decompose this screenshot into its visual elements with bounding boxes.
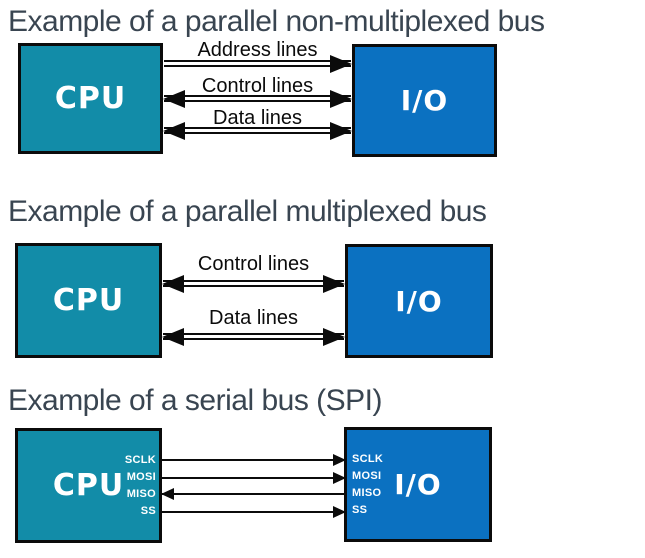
bus-shaft xyxy=(164,60,351,67)
mosi-signal-line xyxy=(161,472,346,484)
section-1-io-box: I/O xyxy=(352,44,497,157)
data-lines-label: Data lines xyxy=(209,307,298,329)
cpu-pin-column: SCLK MOSI MISO SS xyxy=(125,452,156,520)
cpu-pin-miso: MISO xyxy=(126,488,156,500)
address-lines-bus-arrow xyxy=(163,55,352,73)
control-lines-label: Control lines xyxy=(197,253,310,275)
arrowhead-right-icon xyxy=(330,55,352,73)
section-3-io-box: I/O SCLK MOSI MISO SS xyxy=(344,427,492,542)
bus-shaft xyxy=(163,280,344,287)
io-pin-mosi: MOSI xyxy=(352,470,382,482)
io-pin-ss: SS xyxy=(352,504,368,516)
section-3-io-label: I/O xyxy=(394,468,442,501)
section-2-cpu-label: CPU xyxy=(52,283,125,318)
section-1-cpu-label: CPU xyxy=(54,81,127,116)
arrowhead-right-icon xyxy=(333,454,346,466)
ss-signal-line xyxy=(161,506,346,518)
control-lines-bus-arrow xyxy=(163,90,352,108)
arrowhead-right-icon xyxy=(330,90,352,108)
data-lines-bus-arrow xyxy=(162,328,345,346)
arrowhead-left-icon xyxy=(163,122,185,140)
cpu-pin-mosi: MOSI xyxy=(126,471,156,483)
io-pin-sclk: SCLK xyxy=(352,453,384,465)
io-pin-column: SCLK MOSI MISO SS xyxy=(352,451,383,519)
signal-wire xyxy=(161,493,346,495)
cpu-pin-ss: SS xyxy=(140,505,156,517)
section-2-title: Example of a parallel multiplexed bus xyxy=(8,195,487,228)
data-lines-bus-arrow xyxy=(163,122,352,140)
signal-wire xyxy=(161,511,346,513)
arrowhead-right-icon xyxy=(323,328,345,346)
control-lines-bus-arrow xyxy=(162,275,345,293)
bus-shaft xyxy=(164,127,351,134)
signal-wire xyxy=(161,459,346,461)
section-2-io-label: I/O xyxy=(395,284,443,318)
section-1-cpu-box: CPU xyxy=(18,43,163,154)
section-3-title: Example of a serial bus (SPI) xyxy=(8,384,383,417)
arrowhead-left-icon xyxy=(161,488,174,500)
bus-shaft xyxy=(164,95,351,102)
arrowhead-left-icon xyxy=(162,328,184,346)
miso-signal-line xyxy=(161,488,346,500)
arrowhead-right-icon xyxy=(323,275,345,293)
control-lines-label: Control lines xyxy=(201,75,314,97)
section-1-title: Example of a parallel non-multiplexed bu… xyxy=(8,5,545,38)
address-lines-label: Address lines xyxy=(197,39,318,61)
arrowhead-right-icon xyxy=(333,472,346,484)
section-2-io-box: I/O xyxy=(345,244,493,358)
data-lines-label: Data lines xyxy=(213,107,302,129)
signal-wire xyxy=(161,477,346,479)
arrowhead-right-icon xyxy=(330,122,352,140)
section-2-cpu-box: CPU xyxy=(15,243,162,358)
cpu-pin-sclk: SCLK xyxy=(124,454,156,466)
bus-shaft xyxy=(163,333,344,340)
arrowhead-left-icon xyxy=(163,90,185,108)
arrowhead-right-icon xyxy=(333,506,346,518)
section-1-io-label: I/O xyxy=(400,84,449,117)
section-3-cpu-label: CPU xyxy=(52,468,125,503)
arrowhead-left-icon xyxy=(162,275,184,293)
sclk-signal-line xyxy=(161,454,346,466)
io-pin-miso: MISO xyxy=(352,487,382,499)
section-3-cpu-box: CPU SCLK MOSI MISO SS xyxy=(15,428,162,543)
